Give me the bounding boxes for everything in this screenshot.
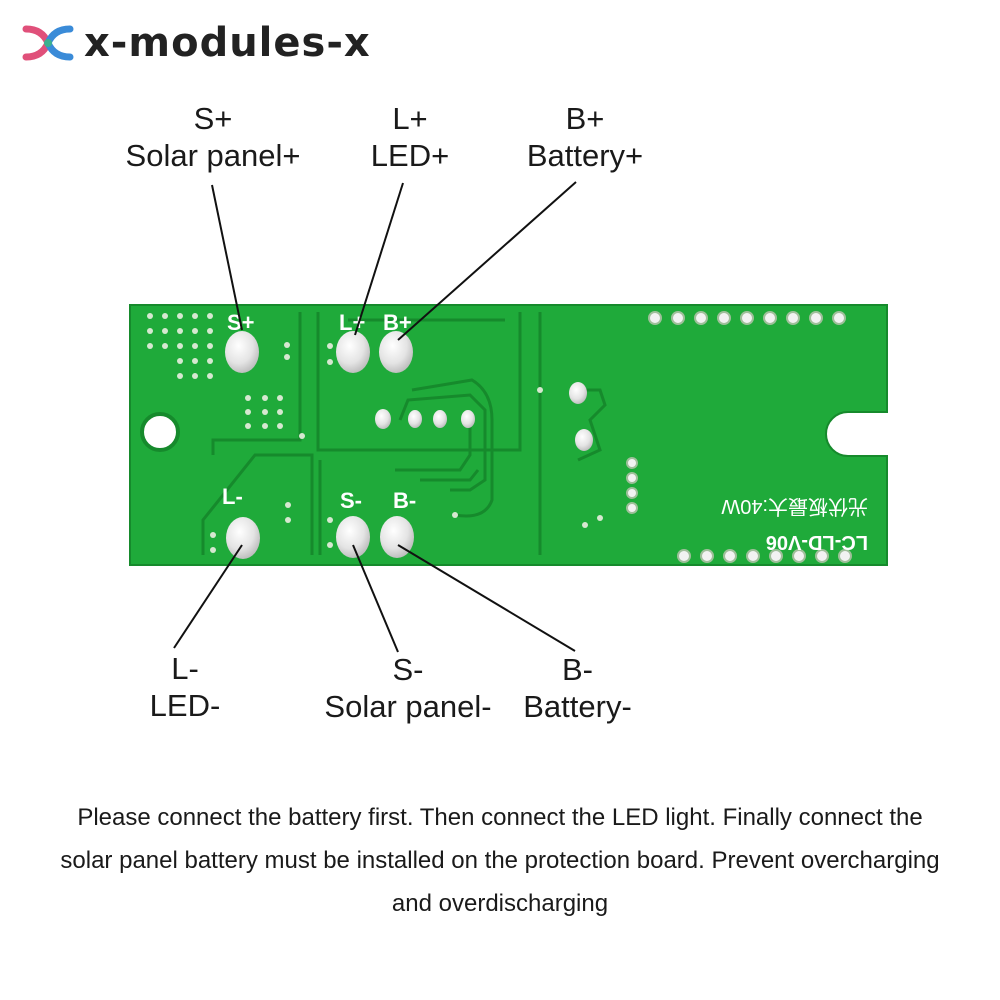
silk-s-minus: S- bbox=[340, 488, 362, 513]
header-holes-top bbox=[648, 311, 846, 325]
callout-s-plus-code: S+ bbox=[193, 101, 233, 136]
callout-b-plus: B+ Battery+ bbox=[505, 100, 665, 174]
callout-l-minus: L- LED- bbox=[130, 650, 240, 724]
leader-lines bbox=[173, 181, 577, 653]
terminal-pads bbox=[225, 331, 414, 559]
callout-s-minus: S- Solar panel- bbox=[308, 651, 508, 725]
component-pads bbox=[375, 382, 593, 451]
callout-l-minus-code: L- bbox=[171, 651, 199, 686]
callout-s-plus-name: Solar panel+ bbox=[125, 138, 301, 173]
pad-b-plus bbox=[379, 331, 413, 373]
silk-model: LC-LD-V06 bbox=[766, 531, 868, 553]
callout-b-minus: B- Battery- bbox=[505, 651, 650, 725]
callout-s-minus-code: S- bbox=[392, 652, 424, 687]
leader-b-plus bbox=[397, 181, 577, 341]
callout-b-minus-code: B- bbox=[562, 652, 593, 687]
callout-l-plus-code: L+ bbox=[392, 101, 428, 136]
header-holes-bottom bbox=[677, 549, 852, 563]
pad-s-minus bbox=[336, 516, 370, 558]
silk-l-minus: L- bbox=[222, 484, 243, 509]
leader-b-minus bbox=[397, 544, 576, 652]
pad-l-plus bbox=[336, 331, 370, 373]
callout-l-plus-name: LED+ bbox=[370, 138, 450, 173]
leader-l-minus bbox=[173, 544, 243, 649]
x-logo-icon bbox=[22, 25, 74, 61]
brand-name: x-modules-x bbox=[84, 20, 371, 66]
pad-s-plus bbox=[225, 331, 259, 373]
callout-l-minus-name: LED- bbox=[149, 688, 221, 723]
via-dots bbox=[147, 313, 603, 553]
pad-l-minus bbox=[226, 517, 260, 559]
leader-l-plus bbox=[354, 182, 404, 336]
callout-s-minus-name: Solar panel- bbox=[324, 689, 492, 724]
leader-s-plus bbox=[211, 184, 243, 331]
callout-l-plus: L+ LED+ bbox=[350, 100, 470, 174]
copper-traces bbox=[201, 312, 607, 555]
brand-logo: x-modules-x bbox=[22, 18, 371, 68]
mounting-hole bbox=[140, 412, 180, 452]
callout-b-plus-name: Battery+ bbox=[526, 138, 644, 173]
callout-b-minus-name: Battery- bbox=[523, 689, 632, 724]
pad-b-minus bbox=[380, 516, 414, 558]
callout-b-plus-code: B+ bbox=[565, 101, 605, 136]
leader-s-minus bbox=[352, 544, 399, 653]
silk-b-minus: B- bbox=[393, 488, 416, 513]
wiring-instructions: Please connect the battery first. Then c… bbox=[60, 804, 940, 917]
callout-s-plus: S+ Solar panel+ bbox=[108, 100, 318, 174]
header-holes-vertical bbox=[626, 457, 638, 514]
silk-power-note: 光伏板最大:40W bbox=[721, 495, 868, 518]
